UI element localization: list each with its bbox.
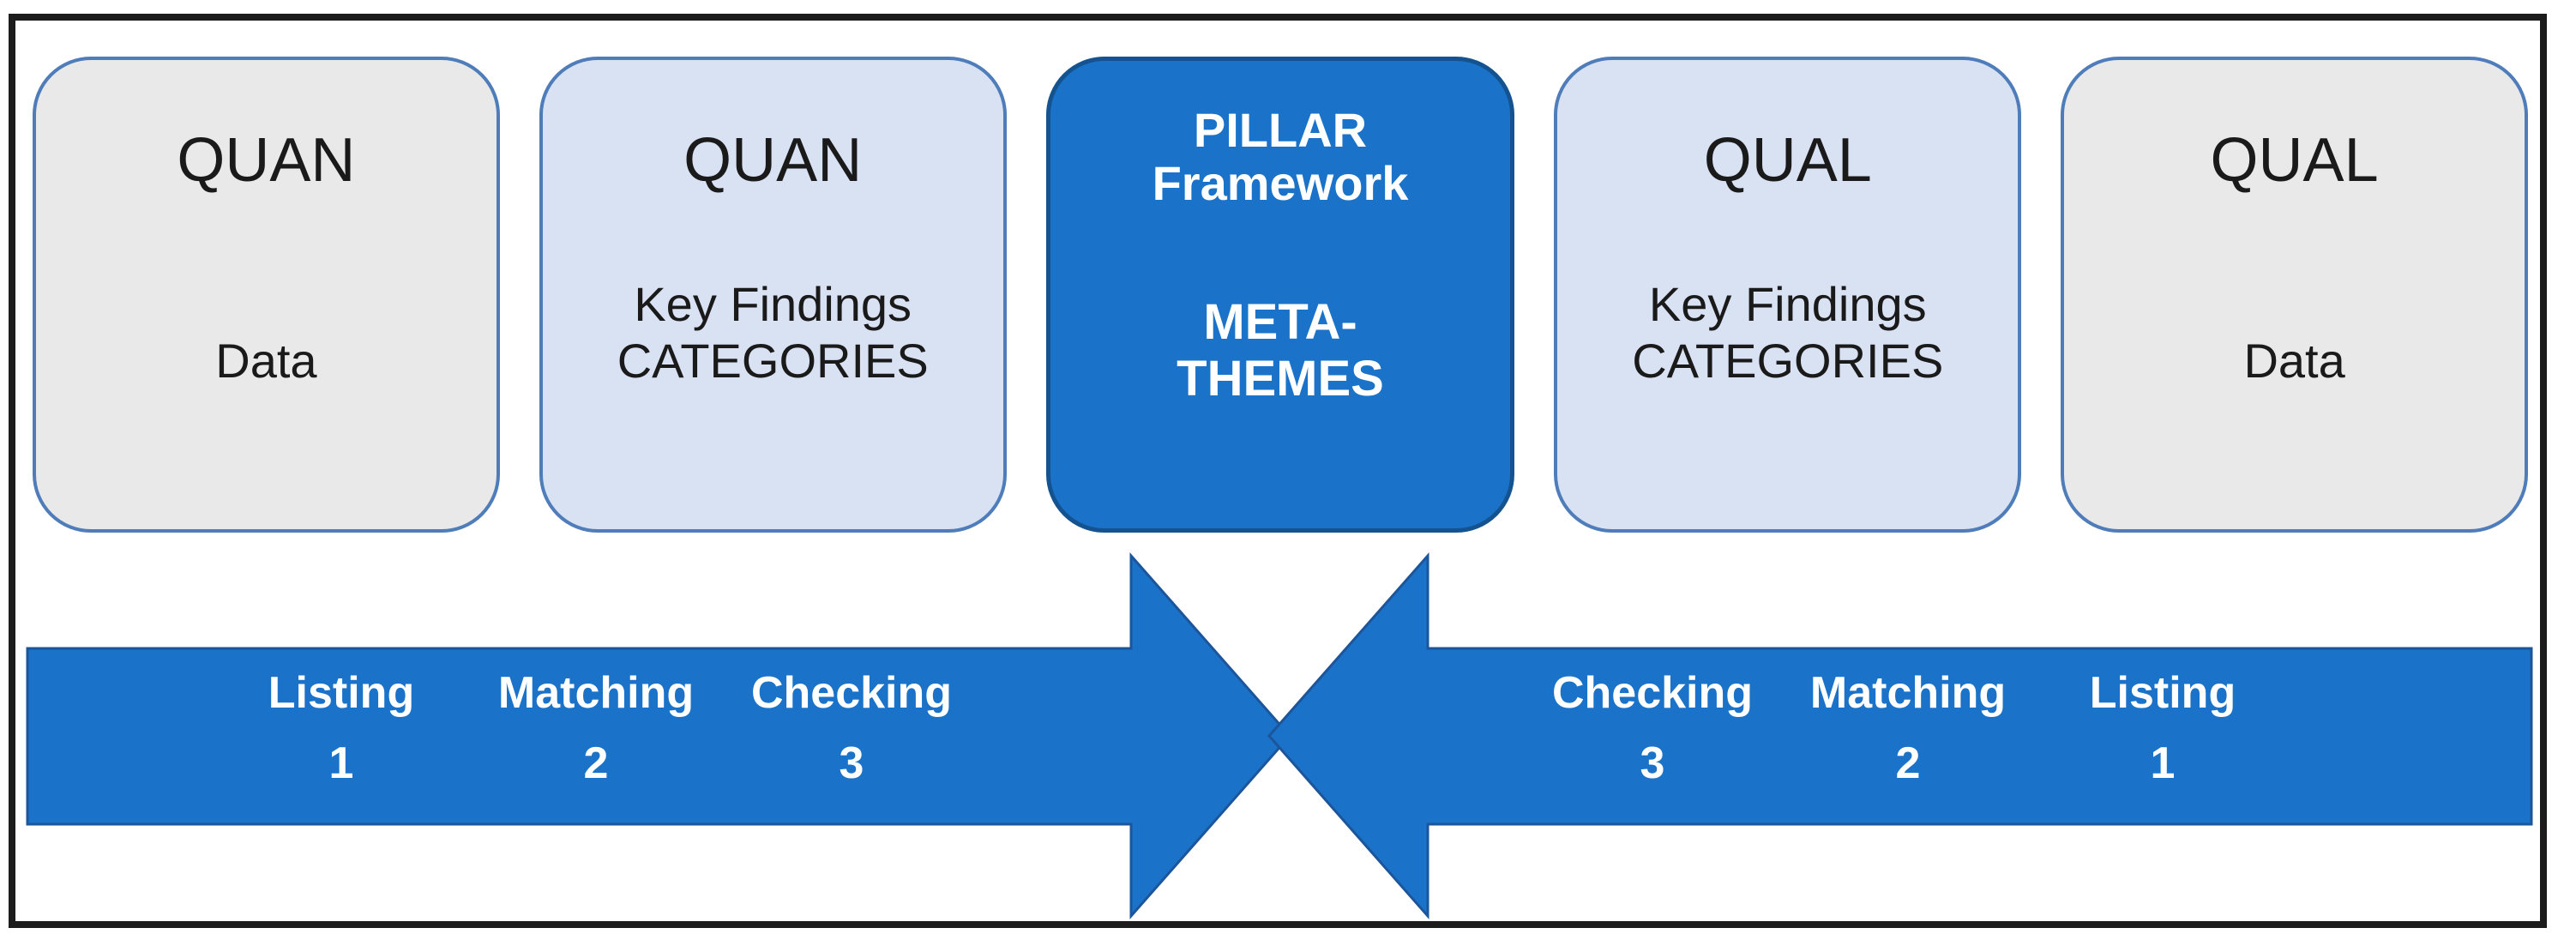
right-arrow-step-checking: Checking 3: [1515, 662, 1790, 794]
box-quan-categories: QUAN Key Findings CATEGORIES: [539, 57, 1007, 533]
box-subtitle: Key Findings CATEGORIES: [543, 276, 1003, 389]
step-number: 3: [839, 738, 864, 788]
box-quan-data: QUAN Data: [33, 57, 500, 533]
step-number: 1: [328, 738, 354, 788]
box-title: QUAL: [1703, 126, 1872, 195]
step-number: 2: [1895, 738, 1921, 788]
subtitle-line: CATEGORIES: [1632, 334, 1944, 388]
subtitle-line: Key Findings: [634, 277, 912, 331]
left-arrow-step-listing: Listing 1: [204, 662, 478, 794]
title-line: PILLAR: [1193, 103, 1368, 157]
step-number: 3: [1640, 738, 1665, 788]
box-title: QUAN: [683, 126, 863, 195]
box-title: PILLAR Framework: [1050, 104, 1511, 210]
subtitle-line: META-: [1203, 294, 1357, 350]
step-number: 1: [2150, 738, 2176, 788]
subtitle-line: THEMES: [1177, 351, 1384, 407]
box-pillar-framework: PILLAR Framework META- THEMES: [1045, 57, 1515, 533]
box-subtitle: Data: [2243, 334, 2345, 388]
right-arrow-step-listing: Listing 1: [2025, 662, 2300, 794]
box-subtitle: Key Findings CATEGORIES: [1557, 276, 2018, 389]
left-arrow-step-checking: Checking 3: [714, 662, 989, 794]
subtitle-line: CATEGORIES: [617, 334, 929, 388]
box-subtitle: META- THEMES: [1050, 294, 1511, 407]
step-label: Checking: [1551, 668, 1754, 718]
step-number: 2: [583, 738, 609, 788]
box-title: QUAN: [177, 126, 356, 195]
box-title: QUAL: [2210, 126, 2379, 195]
step-label: Matching: [1809, 668, 2007, 718]
box-qual-categories: QUAL Key Findings CATEGORIES: [1554, 57, 2022, 533]
box-subtitle: Data: [215, 334, 317, 388]
subtitle-line: Key Findings: [1648, 277, 1927, 331]
box-qual-data: QUAL Data: [2061, 57, 2528, 533]
step-label: Checking: [750, 668, 953, 718]
step-label: Listing: [268, 668, 415, 718]
step-label: Listing: [2089, 668, 2236, 718]
step-label: Matching: [497, 668, 695, 718]
title-line: Framework: [1152, 156, 1409, 210]
right-arrow-step-matching: Matching 2: [1771, 662, 2045, 794]
boxes-row: QUAN Data QUAN Key Findings CATEGORIES P…: [33, 57, 2528, 533]
left-arrow-step-matching: Matching 2: [459, 662, 733, 794]
